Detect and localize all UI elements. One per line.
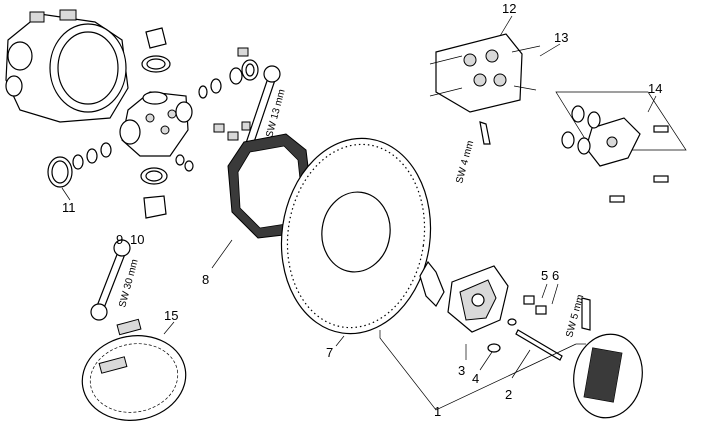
nut-part-10 <box>140 154 194 219</box>
callout-7: 7 <box>326 345 333 360</box>
callout-2: 2 <box>505 387 512 402</box>
label-card <box>573 333 643 419</box>
callout-8: 8 <box>202 272 209 287</box>
callout-14: 14 <box>648 81 662 96</box>
leader-lines <box>61 15 657 379</box>
callout-9: 9 <box>116 232 123 247</box>
callout-6: 6 <box>552 268 559 283</box>
callout-10: 10 <box>130 232 144 247</box>
wrench-sw30 <box>90 239 131 321</box>
mounting-plate-part-12 <box>429 33 541 145</box>
hex-key-sw5 <box>581 297 591 331</box>
callout-numbers: 1 2 3 4 5 6 7 8 9 10 11 12 13 14 15 <box>62 1 662 419</box>
callout-4: 4 <box>472 371 479 386</box>
callout-11: 11 <box>62 200 76 215</box>
right-seal-rings <box>198 47 259 99</box>
top-cap <box>141 27 171 73</box>
small-bolts <box>213 121 251 141</box>
diamond-flange-part-14 <box>555 91 687 203</box>
left-seal-rings-part-11 <box>47 142 112 188</box>
cross-fitting <box>119 91 193 157</box>
callout-15: 15 <box>164 308 178 323</box>
callout-5: 5 <box>541 268 548 283</box>
part-1-bracket <box>379 330 586 411</box>
wire-frame-part-15 <box>81 318 187 421</box>
callout-3: 3 <box>458 363 465 378</box>
sw4-label: SW 4 mm <box>454 140 476 185</box>
callout-1: 1 <box>434 404 441 419</box>
valve-body-box <box>5 9 129 123</box>
callout-12: 12 <box>502 1 516 16</box>
callout-13: 13 <box>554 30 568 45</box>
trim-plate-part-7 <box>280 137 432 335</box>
hub-assembly-part-1 <box>419 260 563 361</box>
